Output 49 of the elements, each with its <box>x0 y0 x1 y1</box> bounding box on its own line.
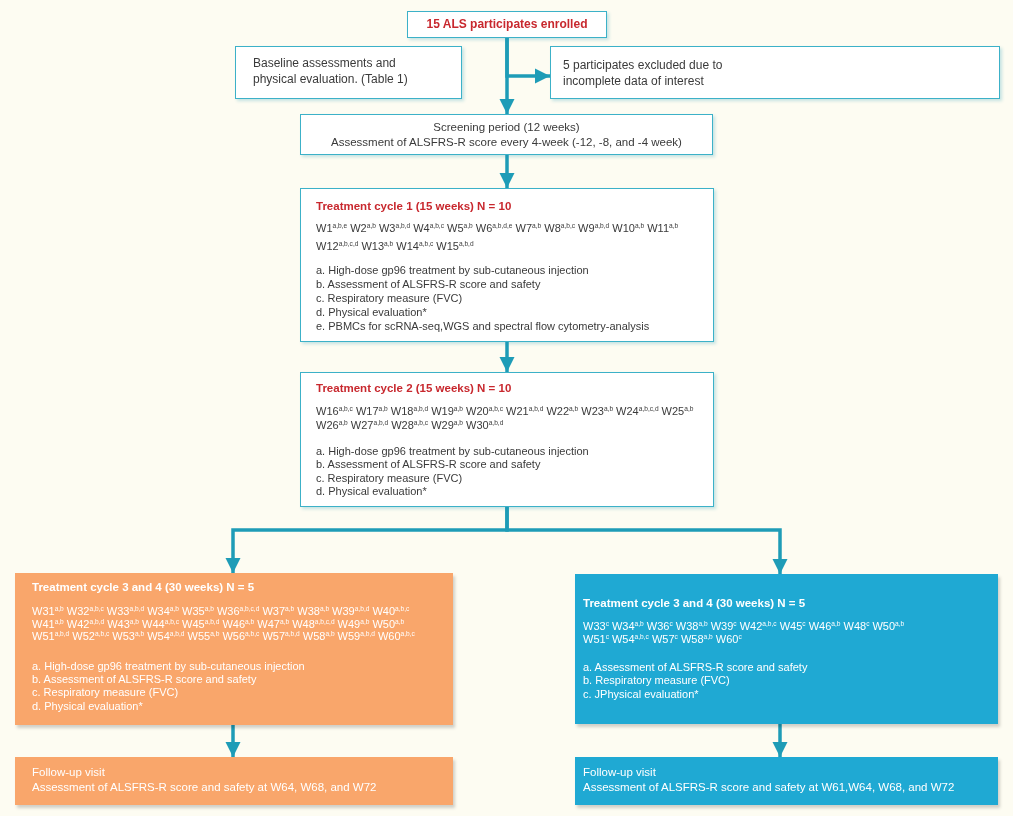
follow-up-box <box>575 757 998 805</box>
list-item: c. Respiratory measure (FVC) <box>316 471 464 486</box>
arrow <box>772 724 788 757</box>
list-item: e. PBMCs for scRNA-seq,WGS and spectral flow cytometry-analysis <box>316 319 651 334</box>
list-item: a. High-dose gp96 treatment by sub-cutaneous injection <box>316 263 590 278</box>
list-item: d. Physical evaluation* <box>316 305 428 320</box>
list-item: b. Assessment of ALSFRS-R score and safety <box>316 458 542 472</box>
process-box <box>300 114 713 155</box>
process-box <box>407 11 607 38</box>
process-box <box>550 46 1000 99</box>
arrow <box>499 155 515 188</box>
arrow <box>505 38 550 84</box>
visit-schedule: W33$^{c}$ W34$^{a,b}$ W36$^{c}$ W38$^{a,b}$ W39$^{c}$ W42$^{a,b,c}$ W45$^{c}$ W46$^{a,b}$ W48$^{c}$ W50$^{a,b}$ W51$^{c}$ W54$^{a,b,c}$ W57$^{c}$ W58$^{a,b}$ W60$^{c}$ <box>583 620 906 646</box>
treatment-cycle-box <box>300 188 714 342</box>
treatment-cycle-box <box>15 573 453 725</box>
box-text: Baseline assessments and physical evaluation. (Table 1) <box>253 56 409 87</box>
list-item: a. High-dose gp96 treatment by sub-cutaneous injection <box>32 659 306 674</box>
list-item: d. Physical evaluation* <box>316 485 428 499</box>
box-text: Screening period (12 weeks) <box>432 120 581 135</box>
box-text: Assessment of ALSFRS-R score and safety at W64, W68, and W72 <box>32 779 378 794</box>
list-item: a. High-dose gp96 treatment by sub-cutaneous injection <box>316 445 590 459</box>
cycle-heading: Treatment cycle 3 and 4 (30 weeks) N = 5 <box>583 596 807 611</box>
list-item: c. JPhysical evaluation* <box>583 687 700 702</box>
list-item: a. Assessment of ALSFRS-R score and safety <box>583 661 809 675</box>
cycle-heading: Treatment cycle 3 and 4 (30 weeks) N = 5 <box>32 580 256 595</box>
arrow <box>499 342 515 372</box>
list-item: b. Respiratory measure (FVC) <box>583 674 731 688</box>
arrow <box>505 507 788 574</box>
list-item: d. Physical evaluation* <box>32 699 144 713</box>
cycle-heading: Treatment cycle 2 (15 weeks) N = 10 <box>316 381 513 396</box>
box-text: Follow-up visit <box>32 765 106 780</box>
box-text: Follow-up visit <box>583 765 657 780</box>
list-item: c. Respiratory measure (FVC) <box>316 291 464 306</box>
list-item: c. Respiratory measure (FVC) <box>32 686 180 700</box>
follow-up-box <box>15 757 453 805</box>
box-text: 5 participates excluded due to incomplete data of interest <box>563 58 724 89</box>
list-item: b. Assessment of ALSFRS-R score and safety <box>32 673 258 687</box>
arrow <box>225 725 241 757</box>
process-box <box>235 46 462 99</box>
box-text: Assessment of ALSFRS-R score every 4-week (-12, -8, and -4 week) <box>330 134 683 149</box>
visit-schedule: W16$^{a,b,c}$ W17$^{a,b}$ W18$^{a,b,d}$ W19$^{a,b}$ W20$^{a,b,c}$ W21$^{a,b,d}$ W22$^{a,b}$ W23$^{a,b}$ W24$^{a,b,c,d}$ W25$^{a,b}$ W26$^{a,b}$ W27$^{a,b,d}$ W28$^{a,b,c}$ W29$^{a,b}$ W30$^{a,b,d}$ <box>316 404 695 432</box>
visit-schedule: W1$^{a,b,e}$ W2$^{a,b}$ W3$^{a,b,d}$ W4$^{a,b,c}$ W5$^{a,b}$ W6$^{a,b,d,e}$ W7$^{a,b}$ W8$^{a,b,c}$ W9$^{a,b,d}$ W10$^{a,b}$ W11$^{a,b}$ W12$^{a,b,c,d}$ W13$^{a,b}$ W14$^{a,b,c}$ W15$^{a,b,d}$ <box>316 221 680 254</box>
visit-schedule: W31$^{a,b}$ W32$^{a,b,c}$ W33$^{a,b,d}$ W34$^{a,b}$ W35$^{a,b}$ W36$^{a,b,c,d}$ W37$^{a,b}$ W38$^{a,b}$ W39$^{a,b,d}$ W40$^{a,b,c}$ W41$^{a,b}$ W42$^{a,b,d}$ W43$^{a,b}$ W44$^{a,b,c}$ W45$^{a,b,d}$ W46$^{a,b}$ W47$^{a,b}$ W48$^{a,b,c,d}$ W49$^{a,b}$ W50$^{a,b}$ W51$^{a,b,d}$ W52$^{a,b,c}$ W53$^{a,b}$ W54$^{a,b,d}$ W55$^{a,b}$ W56$^{a,b,c}$ W57$^{a,b,d}$ W58$^{a,b}$ W59$^{a,b,d}$ W60$^{a,b,c}$ <box>32 605 416 643</box>
cycle-heading: Treatment cycle 1 (15 weeks) N = 10 <box>316 199 513 214</box>
box-title: 15 ALS participates enrolled <box>425 17 589 31</box>
box-text: Assessment of ALSFRS-R score and safety at W61,W64, W68, and W72 <box>583 779 956 794</box>
treatment-cycle-box <box>575 574 998 724</box>
treatment-cycle-box <box>300 372 714 507</box>
list-item: b. Assessment of ALSFRS-R score and safety <box>316 277 542 292</box>
